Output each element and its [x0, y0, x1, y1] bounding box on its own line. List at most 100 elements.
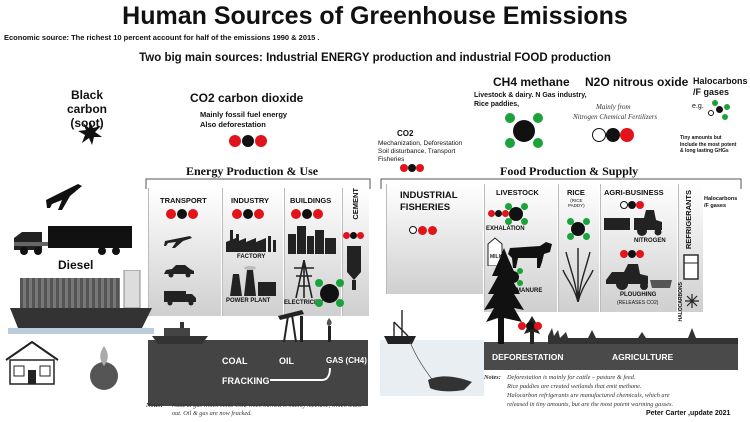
co2-atom [357, 232, 364, 239]
livestock-column-label: LIVESTOCK [496, 188, 539, 197]
oil-pump-icon [278, 310, 304, 342]
n2o-label: N2O nitrous oxide [585, 75, 689, 89]
co2-atom [636, 250, 644, 258]
co2-atom [534, 322, 542, 330]
co2-atom [620, 250, 628, 258]
airplane-icon [164, 236, 192, 248]
food-note-4: released in tiny amounts, but are the mo… [507, 401, 674, 408]
ploughing-label: PLOUGHING [620, 292, 657, 298]
refrigerants-panel [678, 184, 703, 312]
co2-carbon-atom [242, 135, 254, 147]
power-plant-label: POWER PLANT [226, 298, 271, 304]
ch4-label: CH4 methane [493, 75, 570, 89]
n2o-line1: Mainly from [596, 103, 631, 111]
halocarbons-label: Halocarbons /F gases [693, 76, 748, 97]
energy-header: Energy Production & Use [186, 164, 319, 178]
n2o-atom [636, 201, 644, 209]
car-icon [164, 265, 194, 278]
co2-atom [416, 164, 424, 172]
cleared-land-icon [548, 328, 738, 344]
eg-label: e.g. [692, 103, 704, 110]
co2-atom [343, 232, 350, 239]
co2-atom [188, 209, 198, 219]
ploughing-tractor-icon [606, 264, 672, 290]
food-bracket [380, 178, 742, 189]
co2-atom [628, 250, 636, 258]
halocarbons-side-label: Halocarbons /F gases [704, 196, 738, 209]
co2-atom [488, 210, 495, 217]
fracking-label: FRACKING [222, 376, 270, 386]
burning-fuel-icon [90, 346, 118, 390]
energy-notes: Natural gas which emits CO2 when burned … [172, 402, 362, 417]
soot-icon [78, 121, 102, 145]
cement-column-label: CEMENT [351, 188, 360, 220]
food-note-2: Rice paddies are created wetlands that e… [507, 383, 642, 390]
page-title: Human Sources of Greenhouse Emissions [122, 2, 628, 30]
gas-flare-icon [326, 318, 332, 342]
house-icon [5, 340, 59, 385]
milk-label: MILK [490, 254, 503, 260]
co2-line2: Also deforestation [200, 120, 266, 129]
fracking-pipe [270, 368, 331, 381]
agribusiness-column-label: AGRI-BUSINESS [604, 188, 664, 197]
fishing-trawler-icon [380, 310, 484, 396]
rice-plant-icon [562, 248, 594, 302]
co2-atom [502, 210, 509, 217]
co2-atom [232, 209, 242, 219]
co2-atom [495, 210, 502, 217]
oil-label: OIL [279, 356, 294, 366]
co2-land-causes: Mechanization, Deforestation Soil distur… [378, 140, 463, 163]
refrigerator-icon [683, 254, 699, 280]
co2-atom [518, 322, 526, 330]
energy-bracket [145, 178, 371, 189]
deforestation-label: DEFORESTATION [492, 352, 564, 362]
exhalation-label: EXHALATION [486, 226, 525, 232]
cement-silo-icon [347, 246, 361, 290]
land-ground [484, 342, 738, 370]
diesel-label: Diesel [58, 258, 94, 272]
co2-label: CO2 carbon dioxide [190, 91, 304, 105]
industry-panel [222, 188, 283, 316]
truck-icon [164, 291, 196, 306]
gas-label: GAS (CH4) [326, 356, 367, 365]
airplane-icon [46, 184, 82, 210]
co2-land-label: CO2 [397, 129, 414, 138]
co2-oxygen-atom [229, 135, 241, 147]
co2-atom [254, 209, 264, 219]
rice-column-label: RICE [567, 188, 585, 197]
n2o-atom [409, 226, 417, 234]
cow-icon [508, 242, 552, 268]
buildings-column-label: BUILDINGS [290, 196, 332, 205]
manure-label: MANURE [516, 288, 543, 294]
economic-note: Economic source: The richest 10 percent … [4, 33, 320, 42]
fossil-ground [148, 340, 368, 406]
co2-atom [400, 164, 408, 172]
co2-atom [350, 232, 357, 239]
container-ship-icon [8, 270, 154, 334]
food-note-1: Deforestation is mainly for cattle – pas… [507, 374, 636, 381]
n2o-atom [628, 201, 636, 209]
electricity-pylon-icon [294, 260, 314, 298]
halocarbons-vertical-label: HALOCARBONS [678, 282, 684, 322]
co2-atom [302, 209, 312, 219]
fisheries-panel [386, 184, 483, 294]
co2-line1: Mainly fossil fuel energy [200, 110, 288, 119]
ch4-line2: Rice paddies, [474, 101, 520, 108]
agriculture-label: AGRICULTURE [612, 352, 674, 362]
n2o-atom [428, 226, 437, 235]
industry-column-label: INDUSTRY [231, 196, 270, 205]
two-sources-heading: Two big main sources: Industrial ENERGY … [139, 52, 611, 64]
n2o-atom [418, 226, 427, 235]
food-note-3: Halocarbon refrigerants are manufactured… [507, 392, 670, 399]
semi-truck-icon [14, 226, 132, 255]
coal-ship-icon [152, 322, 208, 344]
coal-label: COAL [222, 356, 248, 366]
releases-co2-label: (RELEASES CO2) [617, 300, 659, 306]
co2-atom [177, 209, 187, 219]
city-buildings-icon [288, 226, 336, 254]
ch4-line1: Livestock & dairy. N Gas industry, [474, 92, 587, 99]
black-carbon-label: Black carbon (soot) [66, 88, 107, 130]
electricity-label: ELECTRICITY [284, 300, 324, 306]
co2-atom [291, 209, 301, 219]
co2-atom [166, 209, 176, 219]
